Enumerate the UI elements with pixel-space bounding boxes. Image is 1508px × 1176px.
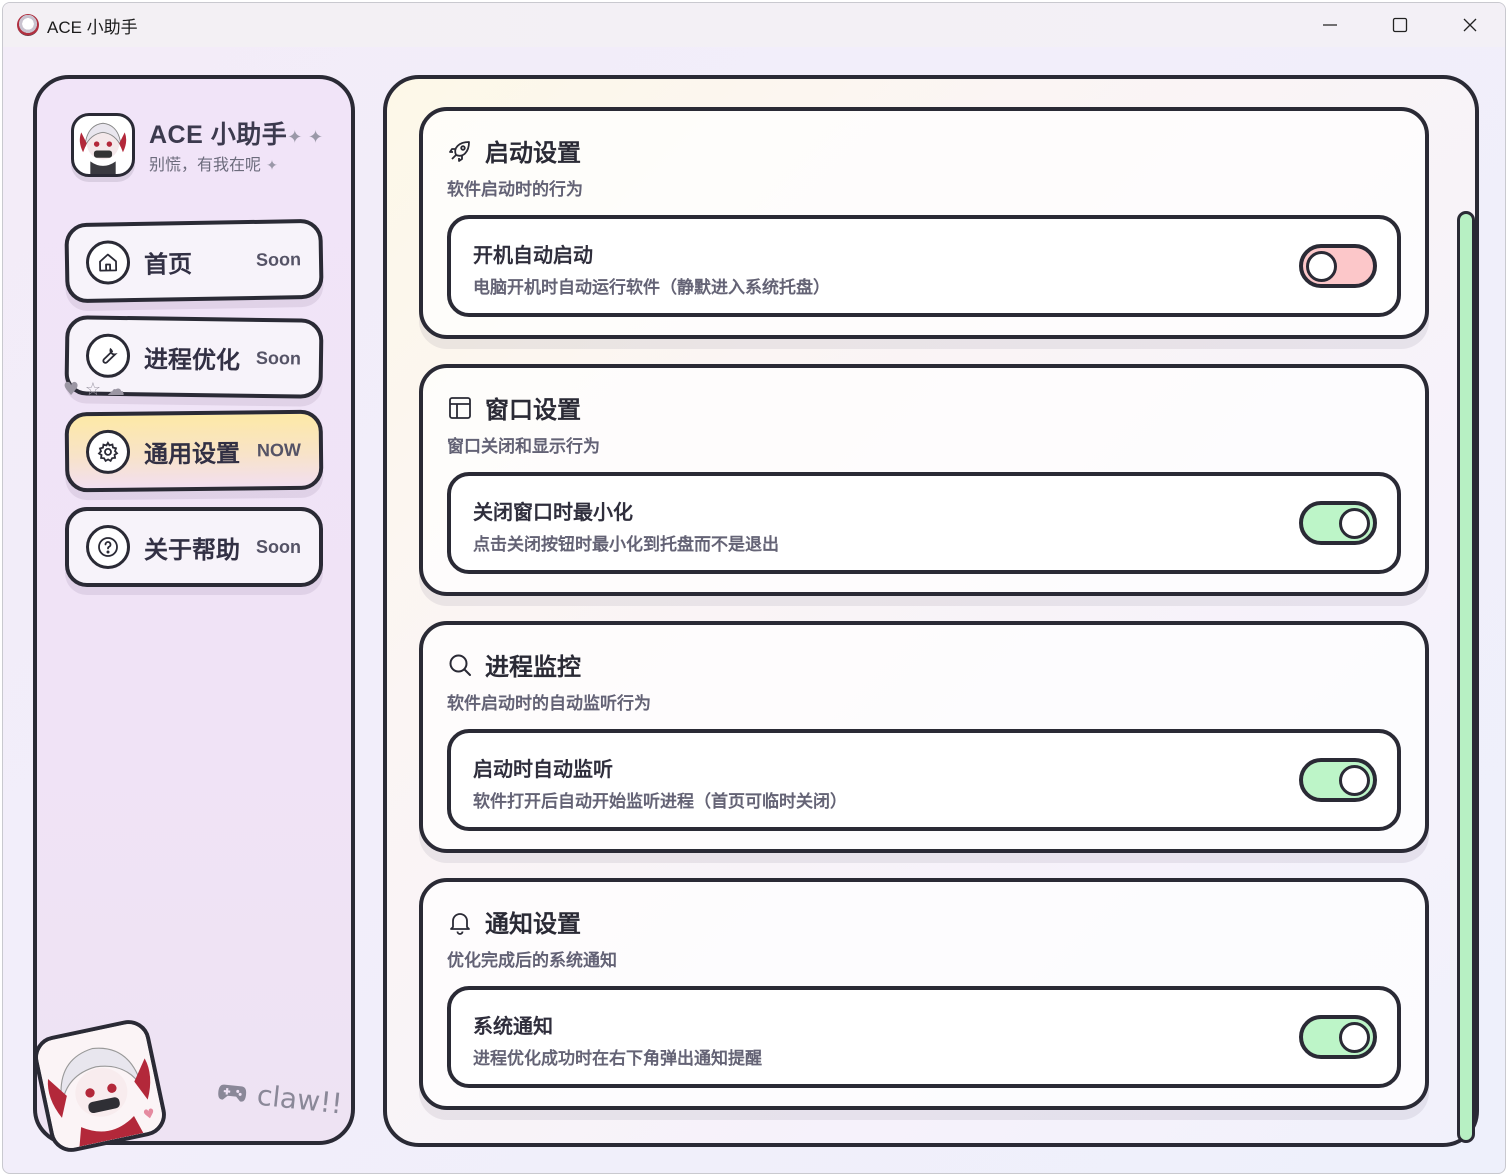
setting-title: 关闭窗口时最小化 xyxy=(473,500,633,524)
claw-footer: claw!! xyxy=(216,1075,345,1121)
setting-minimize-on-close: 关闭窗口时最小化 点击关闭按钮时最小化到托盘而不是退出 xyxy=(447,472,1401,574)
brand-title: ACE 小助手 xyxy=(149,121,288,149)
settings-panel: 启动设置 软件启动时的行为 开机自动启动 电脑开机时自动运行软件（静默进入系统托… xyxy=(383,75,1479,1147)
mascot-illustration: ♥ xyxy=(34,1020,166,1152)
nav-item-home[interactable]: 首页 Soon xyxy=(64,218,324,304)
section-title: 启动设置 xyxy=(485,139,581,167)
setting-description: 电脑开机时自动运行软件（静默进入系统托盘） xyxy=(473,278,830,298)
svg-text:♥: ♥ xyxy=(142,1106,157,1123)
toggle-knob xyxy=(1339,1022,1370,1053)
search-icon xyxy=(449,654,471,676)
section-description: 软件启动时的自动监听行为 xyxy=(447,694,651,714)
nav-item-process-optimize[interactable]: 进程优化 Soon xyxy=(64,315,324,399)
auto-monitor-toggle[interactable] xyxy=(1299,758,1377,802)
minimize-on-close-toggle[interactable] xyxy=(1299,501,1377,545)
nav-label: 关于帮助 xyxy=(144,535,240,564)
setting-title: 系统通知 xyxy=(473,1014,553,1038)
section-description: 优化完成后的系统通知 xyxy=(447,951,617,971)
mascot-image: ♥ xyxy=(30,1016,170,1156)
setting-title: 开机自动启动 xyxy=(473,243,593,267)
close-icon xyxy=(1463,18,1477,32)
toggle-knob xyxy=(1306,251,1337,282)
setting-auto-monitor: 启动时自动监听 软件打开后自动开始监听进程（首页可临时关闭） xyxy=(447,729,1401,831)
sparkle-icon: ✦ ✦ xyxy=(287,127,324,148)
section-window: 窗口设置 窗口关闭和显示行为 关闭窗口时最小化 点击关闭按钮时最小化到托盘而不是… xyxy=(419,364,1429,596)
setting-description: 进程优化成功时在右下角弹出通知提醒 xyxy=(473,1049,762,1069)
scrollbar[interactable] xyxy=(1457,211,1475,1143)
brand-subtitle: 别慌，有我在呢 xyxy=(149,155,262,174)
avatar xyxy=(71,113,135,177)
nav-label: 首页 xyxy=(143,249,193,279)
help-icon xyxy=(86,525,130,569)
nav-badge: Soon xyxy=(255,347,302,368)
rocket-icon xyxy=(449,140,470,162)
section-description: 软件启动时的行为 xyxy=(447,180,583,200)
section-title: 窗口设置 xyxy=(485,396,581,424)
gamepad-icon xyxy=(218,1084,247,1102)
wrench-icon xyxy=(85,333,131,379)
setting-description: 软件打开后自动开始监听进程（首页可临时关闭） xyxy=(473,792,847,812)
setting-system-notification: 系统通知 进程优化成功时在右下角弹出通知提醒 xyxy=(447,986,1401,1088)
auto-start-toggle[interactable] xyxy=(1299,244,1377,288)
section-startup: 启动设置 软件启动时的行为 开机自动启动 电脑开机时自动运行软件（静默进入系统托… xyxy=(419,107,1429,339)
nav-badge: Soon xyxy=(256,536,301,557)
sparkle-icon: ✦ xyxy=(266,158,278,174)
avatar-illustration xyxy=(79,122,127,174)
toggle-knob xyxy=(1339,765,1370,796)
decoration-hearts-icon: ♥ ☆ ☁ xyxy=(63,379,125,400)
claw-text: claw!! xyxy=(255,1078,345,1121)
nav-item-general-settings[interactable]: 通用设置 NOW xyxy=(64,409,324,493)
nav-badge: Soon xyxy=(255,248,302,270)
maximize-button[interactable] xyxy=(1365,3,1435,47)
section-notification: 通知设置 优化完成后的系统通知 系统通知 进程优化成功时在右下角弹出通知提醒 xyxy=(419,878,1429,1110)
window-controls xyxy=(1295,3,1505,47)
gear-icon xyxy=(85,429,131,475)
nav-label: 通用设置 xyxy=(143,439,241,469)
brand: ACE 小助手✦ ✦ 别慌，有我在呢 ✦ xyxy=(71,113,323,177)
minimize-button[interactable] xyxy=(1295,3,1365,47)
nav-item-about-help[interactable]: 关于帮助 Soon xyxy=(65,507,323,587)
setting-description: 点击关闭按钮时最小化到托盘而不是退出 xyxy=(473,535,779,555)
system-notification-toggle[interactable] xyxy=(1299,1015,1377,1059)
home-icon xyxy=(85,240,131,285)
section-title: 进程监控 xyxy=(485,653,581,681)
bell-icon xyxy=(450,912,470,935)
sidebar: ACE 小助手✦ ✦ 别慌，有我在呢 ✦ 首页 Soon 进程优化 Soon ♥… xyxy=(30,75,355,1156)
section-process-monitor: 进程监控 软件启动时的自动监听行为 启动时自动监听 软件打开后自动开始监听进程（… xyxy=(419,621,1429,853)
setting-title: 启动时自动监听 xyxy=(473,757,613,781)
window-layout-icon xyxy=(449,396,471,419)
nav-label: 进程优化 xyxy=(143,344,241,375)
app-logo-icon xyxy=(17,14,39,36)
minimize-icon xyxy=(1323,24,1337,26)
nav-badge: NOW xyxy=(256,439,302,460)
close-button[interactable] xyxy=(1435,3,1505,47)
section-title: 通知设置 xyxy=(485,910,581,938)
maximize-icon xyxy=(1392,17,1408,33)
setting-auto-start: 开机自动启动 电脑开机时自动运行软件（静默进入系统托盘） xyxy=(447,215,1401,317)
title-bar: ACE 小助手 xyxy=(3,3,1505,47)
section-description: 窗口关闭和显示行为 xyxy=(447,437,600,457)
window-title: ACE 小助手 xyxy=(47,17,138,37)
toggle-knob xyxy=(1339,508,1370,539)
